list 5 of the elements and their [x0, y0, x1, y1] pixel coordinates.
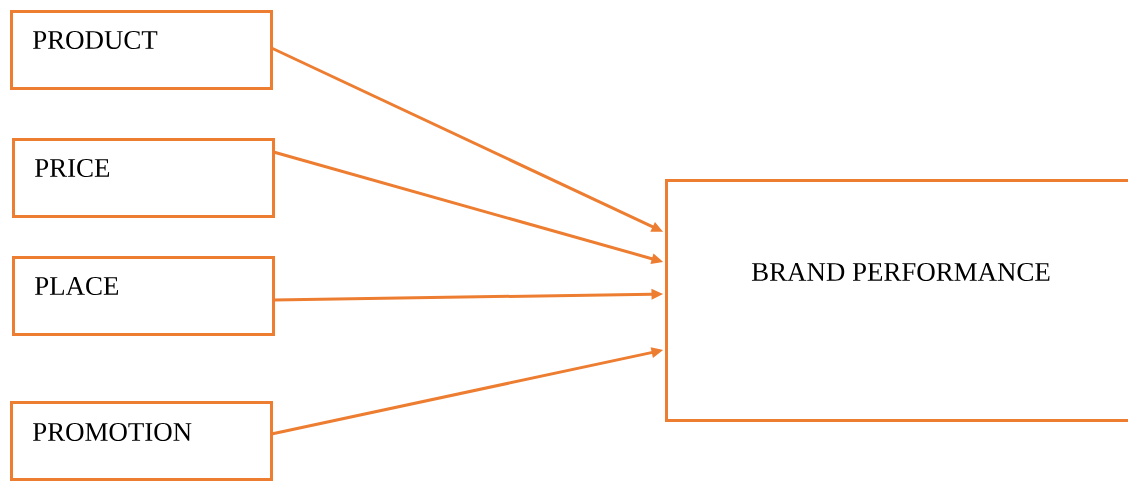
process-box: PRODUCT [10, 10, 273, 90]
process-box: PROMOTION [10, 401, 273, 481]
process-box: PRICE [12, 138, 275, 218]
process-box: PLACE [12, 256, 275, 336]
process-box: BRAND PERFORMANCE [665, 179, 1128, 422]
